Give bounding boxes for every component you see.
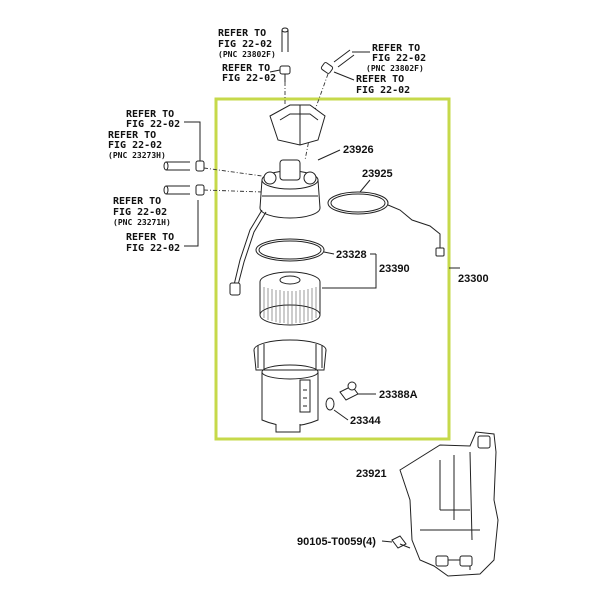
filter-bowl — [253, 339, 327, 433]
part-label-23300: 23300 — [458, 273, 489, 285]
filter-element-23390 — [259, 271, 321, 326]
upper-cover-23926 — [269, 104, 326, 146]
part-label-23344: 23344 — [350, 415, 381, 427]
part-label-23390: 23390 — [379, 263, 410, 275]
ref-label-6-line3: (PNC 23273H) — [108, 151, 166, 160]
ref-label-8-line1: REFER TO — [126, 232, 174, 243]
hose-connector-top-right — [320, 49, 355, 74]
part-label-23926: 23926 — [343, 144, 374, 156]
bolt-90105 — [391, 535, 411, 549]
ref-label-5-line1: REFER TO — [126, 109, 174, 120]
gasket-23328 — [255, 238, 325, 262]
o-ring-23925 — [327, 191, 445, 257]
assembly-highlight-frame — [214, 97, 451, 441]
ref-label-8-line2: FIG 22-02 — [126, 243, 180, 254]
part-label-23328: 23328 — [336, 249, 367, 261]
ref-label-1-line3: (PNC 23802F) — [218, 50, 276, 59]
ref-label-7-line3: (PNC 23271H) — [113, 218, 171, 227]
bracket-23921 — [399, 431, 499, 577]
hose-connector-top — [279, 27, 291, 82]
part-label-23925: 23925 — [362, 168, 393, 180]
ref-label-6-line1: REFER TO — [108, 130, 156, 141]
ref-label-1-line2: FIG 22-02 — [218, 39, 272, 50]
hose-left-upper — [163, 160, 263, 177]
filter-head — [259, 159, 321, 219]
part-label-23921: 23921 — [356, 468, 387, 480]
ref-label-4-line1: REFER TO — [356, 74, 404, 85]
ref-label-3-line1: REFER TO — [372, 43, 420, 54]
ref-label-6-line2: FIG 22-02 — [108, 140, 162, 151]
ref-label-7-line1: REFER TO — [113, 196, 161, 207]
ref-label-7-line2: FIG 22-02 — [113, 207, 167, 218]
part-label-90105: 90105-T0059(4) — [297, 536, 376, 548]
ref-label-3-line3: (PNC 23802F) — [366, 64, 424, 73]
sensor-wire — [233, 209, 267, 286]
hose-left-lower — [163, 184, 263, 196]
drain-plug-23388a — [339, 381, 359, 401]
ref-label-2-line2: FIG 22-02 — [222, 73, 276, 84]
small-o-ring-23344 — [325, 397, 335, 411]
ref-label-2-line1: REFER TO — [222, 63, 270, 74]
ref-label-3-line2: FIG 22-02 — [372, 53, 426, 64]
ref-label-4-line2: FIG 22-02 — [356, 85, 410, 96]
ref-label-1-line1: REFER TO — [218, 28, 266, 39]
part-label-23388a: 23388A — [379, 389, 418, 401]
ref-label-5-line2: FIG 22-02 — [126, 119, 180, 130]
